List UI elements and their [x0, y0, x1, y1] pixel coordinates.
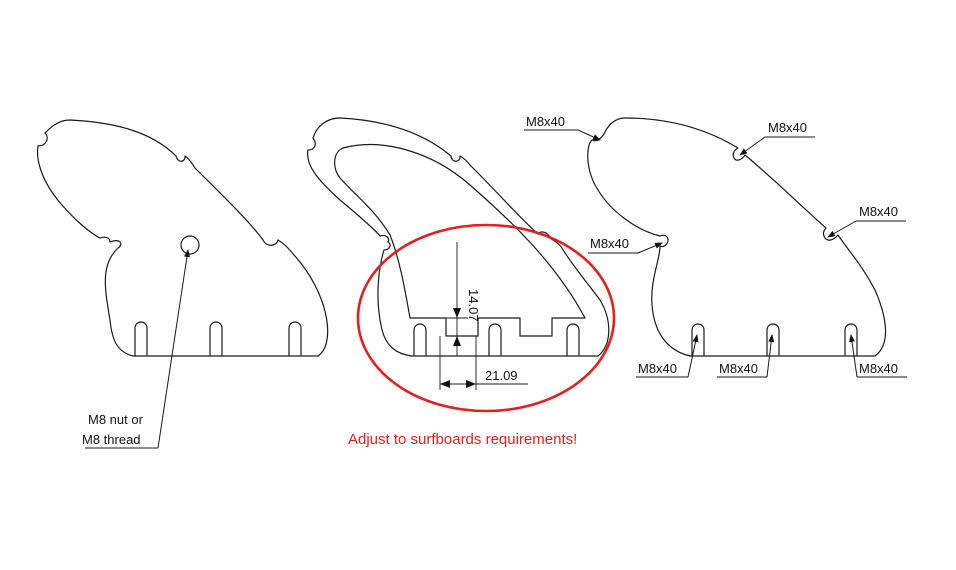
bolt-upper-right-label: M8x40 — [859, 204, 898, 219]
bolt-upper-right-leader — [827, 220, 857, 238]
bolt-top-left-label: M8x40 — [526, 114, 565, 129]
left-fin-callout-line2: M8 thread — [82, 432, 141, 447]
dim-vertical-arrow-top — [453, 308, 461, 318]
dim-vertical-label: 14.07 — [466, 289, 481, 322]
highlight-ellipse — [356, 223, 616, 413]
middle-fin-slot-2 — [488, 323, 502, 356]
left-fin-slot-2 — [209, 321, 223, 356]
middle-fin-inner-cutout — [334, 144, 586, 337]
dim-horizontal-arrow-right — [466, 380, 476, 388]
middle-fin-outer-outline — [306, 117, 610, 357]
bolt-top-middle-leader — [739, 136, 766, 156]
bolt-bottom-left-label: M8x40 — [638, 361, 677, 376]
bolt-bottom-left-leader — [687, 334, 699, 378]
dim-horizontal-label: 21.09 — [485, 368, 518, 383]
bolt-bottom-right-leader — [849, 334, 858, 378]
adjust-note: Adjust to surfboards requirements! — [348, 431, 577, 448]
middle-fin-slot-3 — [566, 323, 580, 356]
bolt-top-middle-label: M8x40 — [768, 120, 807, 135]
bolt-top-left-leader — [577, 129, 601, 141]
left-fin-callout-line1: M8 nut or — [88, 412, 144, 427]
dim-vertical-arrow-bottom — [453, 336, 461, 346]
right-fin-outline — [587, 117, 887, 357]
dim-horizontal-arrow-left — [440, 380, 450, 388]
bolt-bottom-middle-leader — [766, 334, 775, 378]
right-fin-slot-2 — [766, 323, 780, 356]
right-fin-slot-1 — [691, 323, 705, 356]
left-fin-callout-leader — [157, 249, 190, 449]
left-fin-outline — [36, 119, 329, 357]
left-fin-slot-1 — [134, 321, 148, 356]
right-fin-slot-3 — [844, 323, 858, 356]
left-fin-slot-3 — [288, 321, 302, 356]
left-fin: M8 nut or M8 thread — [36, 119, 329, 449]
bolt-inner-left-label: M8x40 — [590, 236, 629, 251]
bolt-inner-left-leader — [637, 242, 663, 254]
bolt-bottom-right-label: M8x40 — [859, 361, 898, 376]
middle-fin: 14.07 21.09 Adjust to surfboards require… — [306, 117, 616, 448]
right-fin: M8x40 M8x40 M8x40 M8x40 M8x40 M8x40 M8x4… — [524, 114, 907, 378]
left-fin-nut-hole — [180, 235, 200, 255]
bolt-bottom-middle-label: M8x40 — [719, 361, 758, 376]
middle-fin-slot-1 — [413, 323, 427, 356]
